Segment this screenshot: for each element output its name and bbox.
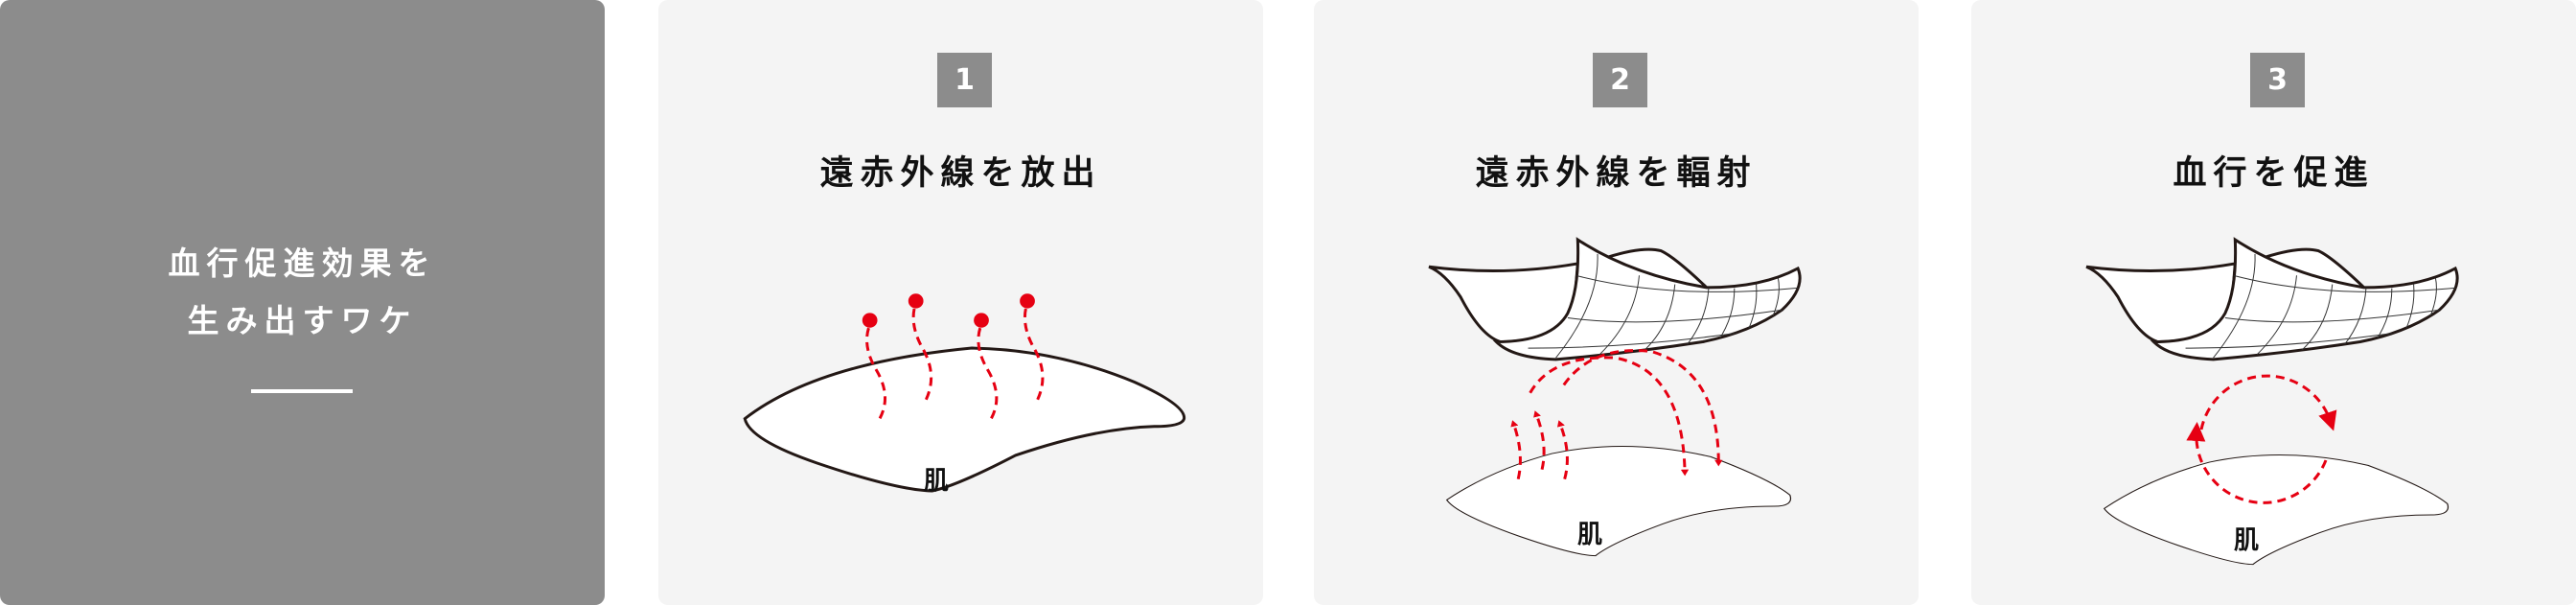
step-title: 遠赤外線を輻射	[1475, 154, 1758, 193]
emission-arrow	[1556, 420, 1568, 478]
emission-arrow	[1510, 420, 1520, 478]
infrared-particle	[862, 313, 878, 328]
step-2-panel: 2 遠赤外線を輻射 肌	[1314, 0, 1919, 605]
step-1-panel: 1 遠赤外線を放出 肌	[658, 0, 1263, 605]
patch-sheet	[1429, 240, 1802, 360]
intro-heading-line-2: 生み出すワケ	[187, 302, 418, 339]
radiation-arrow	[1564, 351, 1723, 467]
circulation-arrow	[2186, 422, 2326, 502]
far-infrared-emission-illustration: 肌	[658, 293, 1263, 496]
step-3-panel: 3 血行を促進 肌	[1971, 0, 2576, 605]
emission-wave	[867, 328, 886, 421]
radiation-arrow	[1530, 358, 1690, 477]
skin-shape	[745, 348, 1184, 491]
step-number-badge: 3	[2250, 53, 2305, 107]
emission-wave	[978, 328, 997, 421]
step-number-badge: 1	[937, 53, 992, 107]
infrared-particle	[974, 313, 989, 328]
skin-label: 肌	[2234, 526, 2259, 555]
skin-label: 肌	[1577, 521, 1602, 549]
skin-shape	[1446, 445, 1792, 557]
divider	[251, 389, 353, 393]
far-infrared-radiation-illustration: 肌	[1314, 0, 1919, 557]
emission-wave	[1024, 309, 1043, 404]
circulation-arrow	[2201, 376, 2337, 431]
blood-circulation-illustration: 肌	[1971, 0, 2576, 566]
intro-heading-line-1: 血行促進効果を	[168, 244, 437, 282]
emission-arrow	[1533, 410, 1544, 469]
skin-shape	[2104, 454, 2450, 566]
skin-label: 肌	[924, 467, 949, 496]
step-title: 遠赤外線を放出	[819, 154, 1102, 193]
infrared-particle	[908, 293, 924, 309]
emission-wave	[913, 309, 932, 404]
intro-panel: 血行促進効果を 生み出すワケ	[0, 0, 605, 605]
infrared-particle	[1020, 293, 1035, 309]
step-number-badge: 2	[1593, 53, 1647, 107]
patch-sheet	[2086, 240, 2459, 360]
step-title: 血行を促進	[2173, 154, 2375, 193]
